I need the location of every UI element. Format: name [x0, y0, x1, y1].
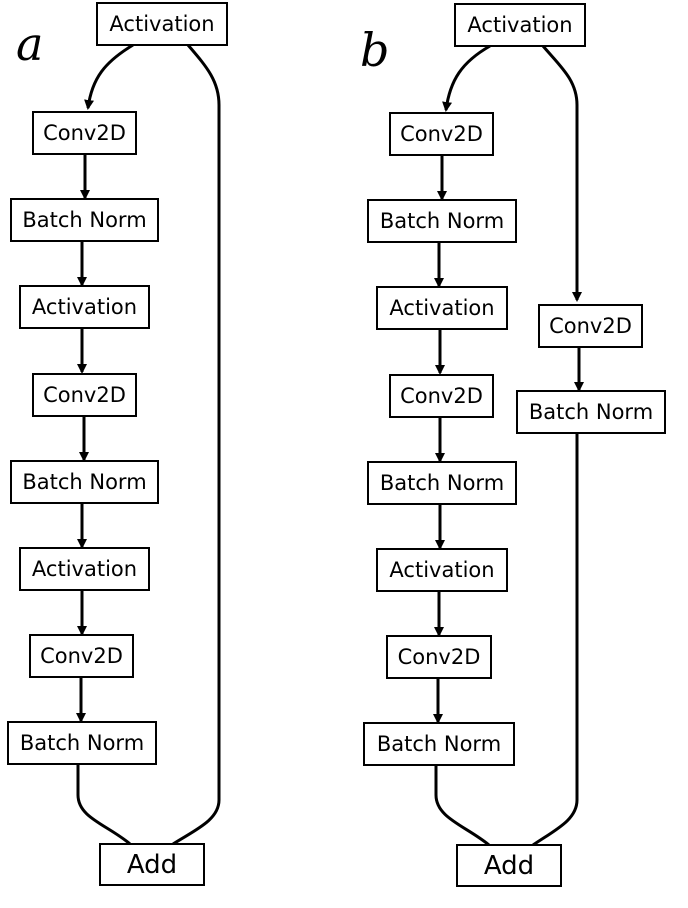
node-activation-input-label: Activation: [109, 12, 214, 36]
node-conv2d-3: [29, 634, 134, 678]
node-conv2d-2-label: Conv2D: [400, 384, 483, 408]
node-conv2d-2: [32, 373, 137, 417]
node-shortcut-batchnorm: [516, 390, 666, 434]
node-conv2d-3-label: Conv2D: [398, 645, 481, 669]
node-activation-2: [19, 547, 150, 591]
node-batchnorm-2-label: Batch Norm: [22, 470, 146, 494]
node-batchnorm-2: [367, 461, 517, 505]
node-conv2d-1: [389, 112, 494, 156]
wire-identity-skip: [172, 44, 221, 846]
node-batchnorm-2: [10, 460, 159, 504]
node-batchnorm-1: [10, 198, 159, 242]
node-shortcut-conv2d: [538, 304, 643, 348]
node-conv2d-3-label: Conv2D: [40, 644, 123, 668]
node-add: [456, 844, 562, 887]
panel-a: a Activation Conv2D Batch Norm Activatio…: [7, 2, 228, 886]
node-add-label: Add: [484, 851, 534, 881]
node-conv2d-3: [386, 635, 492, 679]
node-conv2d-2-label: Conv2D: [43, 383, 126, 407]
panel-label-b: b: [360, 23, 389, 77]
node-activation-2-label: Activation: [32, 557, 137, 581]
node-batchnorm-1-label: Batch Norm: [380, 209, 504, 233]
arrow-activation-to-conv2d: [84, 43, 134, 110]
node-add-label: Add: [127, 850, 177, 880]
node-shortcut-batchnorm-label: Batch Norm: [529, 400, 653, 424]
node-activation-2-label: Activation: [389, 558, 494, 582]
node-activation-1: [19, 285, 150, 329]
wire-shortcut-to-add: [532, 433, 579, 847]
node-activation-input: [454, 3, 586, 47]
node-shortcut-conv2d-label: Conv2D: [549, 314, 632, 338]
node-conv2d-1-label: Conv2D: [43, 121, 126, 145]
node-activation-input: [96, 2, 228, 46]
node-batchnorm-1-label: Batch Norm: [22, 208, 146, 232]
node-batchnorm-3-label: Batch Norm: [377, 732, 501, 756]
wire-shortcut-to-conv2d: [541, 45, 582, 302]
node-activation-input-label: Activation: [467, 13, 572, 37]
node-conv2d-2: [389, 374, 494, 418]
node-batchnorm-3: [7, 721, 157, 765]
node-activation-1: [376, 286, 508, 330]
panel-b: b Activation Conv2D Batch Norm Activatio…: [360, 3, 666, 887]
node-batchnorm-3: [363, 722, 515, 766]
node-activation-1-label: Activation: [389, 296, 494, 320]
panel-label-a: a: [16, 17, 43, 71]
node-add: [99, 843, 205, 886]
node-conv2d-1: [32, 111, 137, 155]
node-conv2d-1-label: Conv2D: [400, 122, 483, 146]
node-activation-1-label: Activation: [32, 295, 137, 319]
node-batchnorm-2-label: Batch Norm: [380, 471, 504, 495]
node-activation-2: [376, 548, 508, 592]
wire-main-to-add: [76, 764, 131, 846]
node-batchnorm-1: [367, 199, 517, 243]
wire-main-to-add: [434, 765, 490, 847]
node-batchnorm-3-label: Batch Norm: [20, 731, 144, 755]
arrow-activation-to-conv2d: [442, 44, 491, 112]
